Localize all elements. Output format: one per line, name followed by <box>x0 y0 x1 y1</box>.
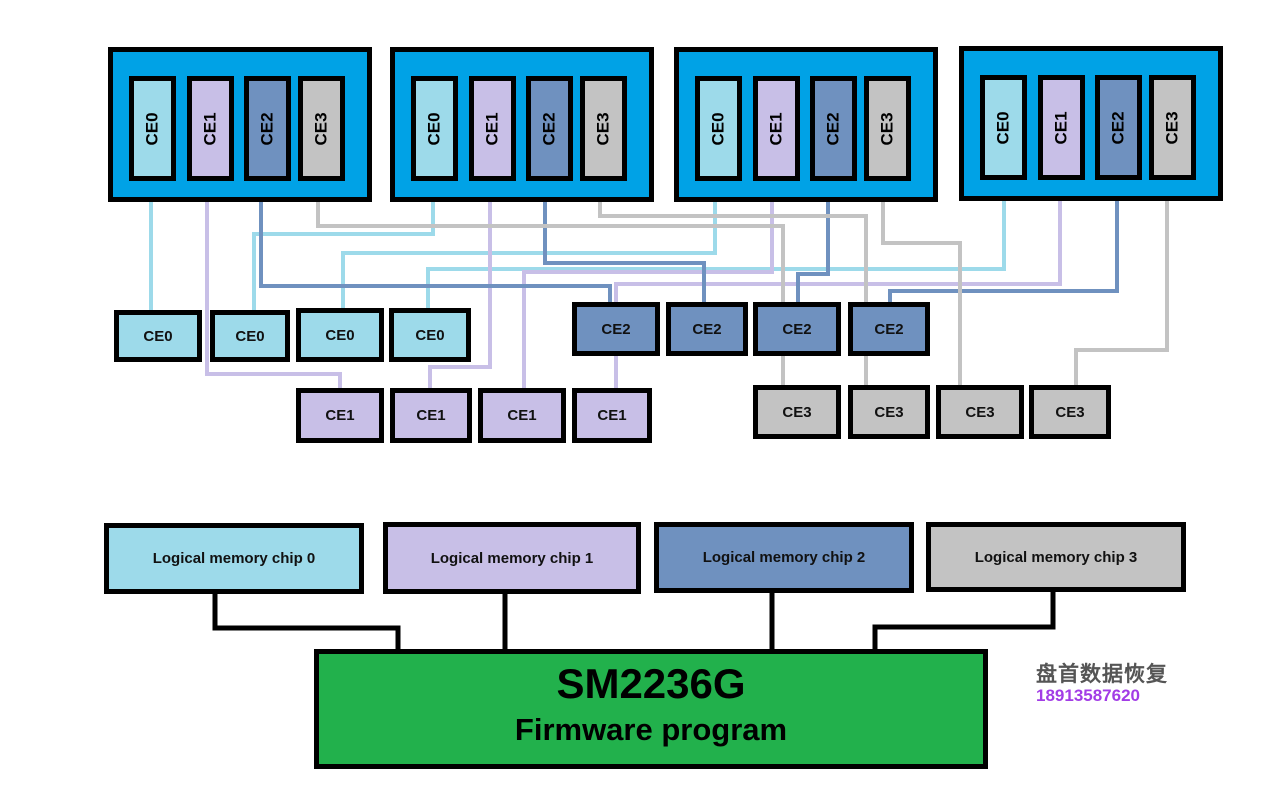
wire-ce0 <box>252 202 435 310</box>
ce0-box: CE0 <box>389 308 471 362</box>
die-ce0: CE0 <box>980 75 1027 180</box>
die-ce3: CE3 <box>580 76 627 181</box>
die-ce2: CE2 <box>810 76 857 181</box>
wire-ce2 <box>888 201 1119 302</box>
logical-chip-3: Logical memory chip 3 <box>926 522 1186 592</box>
die-ce0: CE0 <box>411 76 458 181</box>
controller-model: SM2236G <box>556 660 746 707</box>
die-ce3: CE3 <box>1149 75 1196 180</box>
wire-ce2 <box>796 202 830 302</box>
watermark-name: 盘首数据恢复 <box>1036 663 1168 686</box>
ce3-box: CE3 <box>1029 385 1111 439</box>
ce1-box: CE1 <box>478 388 566 443</box>
flash-package-1: CE0 CE1 CE2 CE3 <box>108 47 372 202</box>
wire-ce1 <box>522 202 774 388</box>
ce1-box: CE1 <box>572 388 652 443</box>
wire-ce3 <box>598 202 868 385</box>
flash-package-2: CE0 CE1 CE2 CE3 <box>390 47 654 202</box>
controller-subtitle: Firmware program <box>514 712 788 747</box>
wire-ce0 <box>426 201 1006 308</box>
flash-package-3: CE0 CE1 CE2 CE3 <box>674 47 938 202</box>
wire-ce3 <box>881 202 962 385</box>
ce1-box: CE1 <box>390 388 472 443</box>
die-ce1: CE1 <box>753 76 800 181</box>
bus-wire-chip3 <box>872 592 1056 649</box>
ce3-box: CE3 <box>936 385 1024 439</box>
die-ce1: CE1 <box>187 76 234 181</box>
wire-ce2 <box>259 202 612 302</box>
ce2-box: CE2 <box>572 302 660 356</box>
die-ce1: CE1 <box>469 76 516 181</box>
die-ce3: CE3 <box>298 76 345 181</box>
ce1-box: CE1 <box>296 388 384 443</box>
logical-chip-2: Logical memory chip 2 <box>654 522 914 593</box>
flash-package-4: CE0 CE1 CE2 CE3 <box>959 46 1223 201</box>
watermark: 盘首数据恢复 18913587620 <box>1036 658 1168 706</box>
die-ce3: CE3 <box>864 76 911 181</box>
ce2-box: CE2 <box>753 302 841 356</box>
die-ce2: CE2 <box>1095 75 1142 180</box>
wire-ce1 <box>614 201 1062 388</box>
die-ce0: CE0 <box>695 76 742 181</box>
bus-wire-chip0 <box>212 594 401 649</box>
wire-ce3 <box>1074 201 1169 385</box>
ce3-box: CE3 <box>753 385 841 439</box>
wire-ce2 <box>543 202 706 302</box>
die-ce0: CE0 <box>129 76 176 181</box>
ce2-box: CE2 <box>848 302 930 356</box>
logical-chip-0: Logical memory chip 0 <box>104 523 364 594</box>
watermark-phone: 18913587620 <box>1036 686 1141 705</box>
die-ce1: CE1 <box>1038 75 1085 180</box>
die-ce2: CE2 <box>526 76 573 181</box>
ce2-box: CE2 <box>666 302 748 356</box>
logical-chip-1: Logical memory chip 1 <box>383 522 641 594</box>
ce3-box: CE3 <box>848 385 930 439</box>
ce0-box: CE0 <box>296 308 384 362</box>
wire-ce1 <box>205 202 342 388</box>
ce0-box: CE0 <box>210 310 290 362</box>
die-ce2: CE2 <box>244 76 291 181</box>
controller-chip: SM2236G Firmware program <box>314 649 988 769</box>
ce0-box: CE0 <box>114 310 202 362</box>
